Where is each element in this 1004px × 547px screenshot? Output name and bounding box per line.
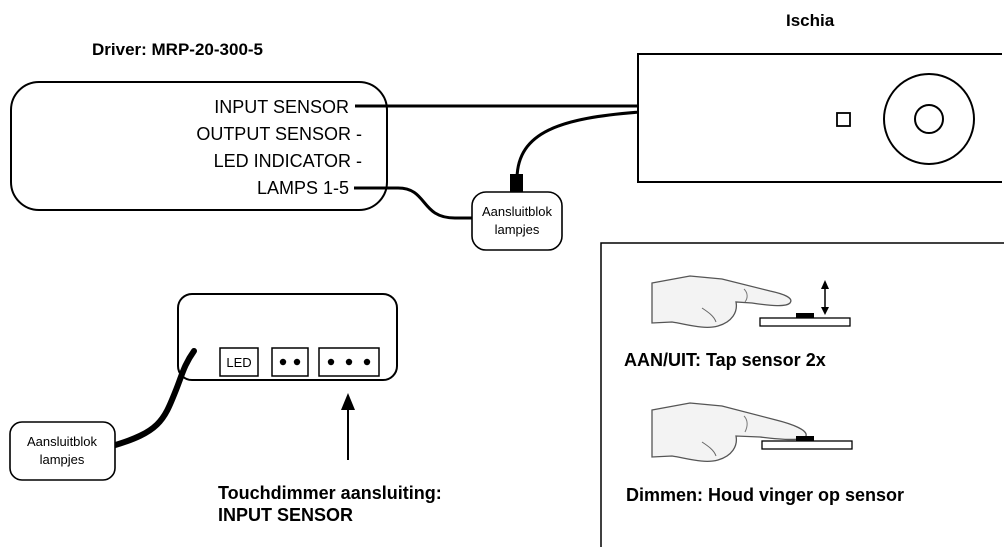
instruction-tap: AAN/UIT: Tap sensor 2x (624, 350, 826, 370)
hand-hold-icon (651, 402, 853, 462)
junction-block-left (9, 421, 116, 481)
double-arrow-icon (821, 280, 829, 315)
lamp-title: Ischia (786, 11, 835, 30)
driver-title: Driver: MRP-20-300-5 (92, 40, 264, 59)
led-port-label: LED (226, 355, 251, 370)
connector-plug (510, 174, 523, 196)
driver-port-output-sensor: OUTPUT SENSOR - (196, 124, 362, 144)
pin (279, 358, 287, 366)
junction-left-label-2: lampjes (40, 452, 85, 467)
touch-connection-line2: INPUT SENSOR (218, 505, 354, 525)
instruction-hold: Dimmen: Houd vinger op sensor (626, 485, 905, 505)
pin (293, 358, 301, 366)
driver-port-led-indicator: LED INDICATOR - (214, 151, 362, 171)
junction-left-label-1: Aansluitblok (27, 434, 98, 449)
junction-block-top (471, 191, 563, 251)
pin (327, 358, 335, 366)
cable-module (109, 348, 197, 449)
up-arrow-icon (341, 393, 355, 460)
hand-tap-icon (651, 275, 851, 328)
wire-junction-to-lamp (515, 110, 641, 179)
driver-port-lamps: LAMPS 1-5 (257, 178, 349, 198)
pin (363, 358, 371, 366)
instructions-panel (600, 242, 1004, 547)
led-port (219, 347, 259, 377)
driver-box (10, 81, 388, 211)
touch-connection-line1: Touchdimmer aansluiting: (218, 483, 442, 503)
sensor-square-icon (836, 112, 851, 127)
pin (345, 358, 353, 366)
lens-icon (914, 104, 944, 134)
wire-lamps (354, 186, 475, 220)
driver-port-input-sensor: INPUT SENSOR (214, 97, 349, 117)
junction-top-label-2: lampjes (495, 222, 540, 237)
junction-top-label-1: Aansluitblok (482, 204, 553, 219)
lamp-body-right-cover (1002, 52, 1004, 184)
two-pin-port (271, 347, 309, 377)
